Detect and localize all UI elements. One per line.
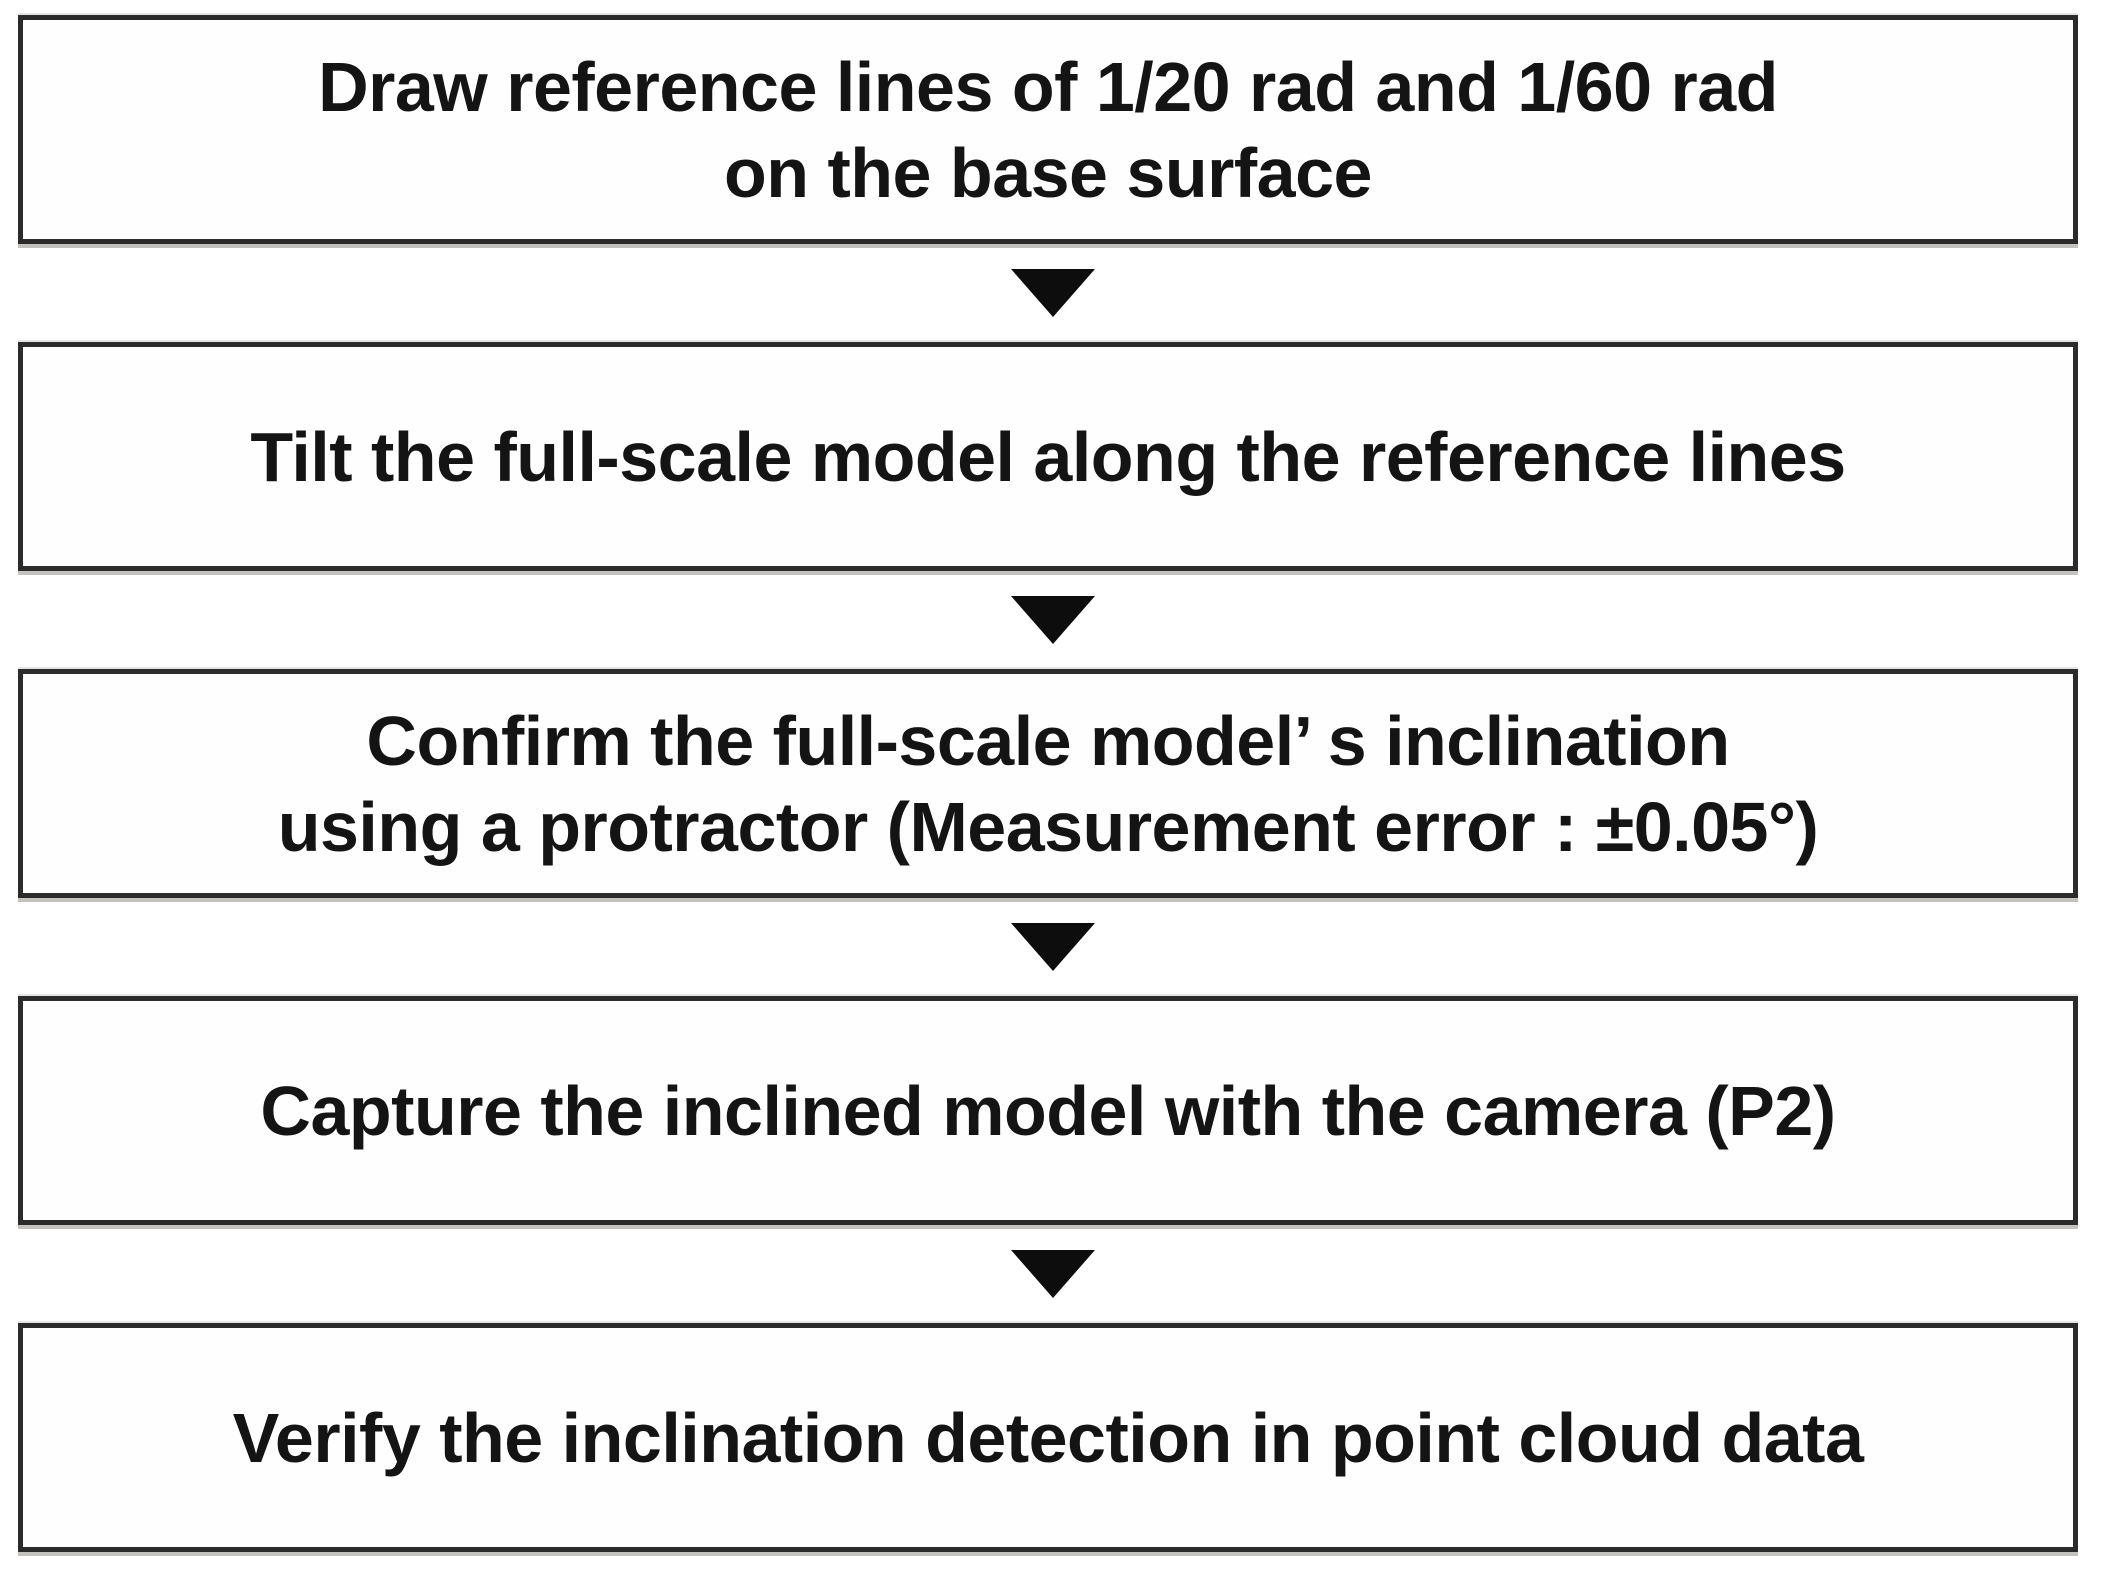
arrow-down-icon-2 — [1011, 596, 1095, 644]
arrow-down-icon-4 — [1011, 1250, 1095, 1298]
step-5-line-1: Verify the inclination detection in poin… — [232, 1398, 1864, 1477]
step-4-text: Capture the inclined model with the came… — [23, 1068, 2073, 1154]
step-4-line-1: Capture the inclined model with the came… — [260, 1071, 1836, 1150]
step-box-2: Tilt the full-scale model along the refe… — [18, 342, 2078, 571]
step-3-text: Confirm the full-scale model’ s inclinat… — [23, 698, 2073, 870]
step-box-3: Confirm the full-scale model’ s inclinat… — [18, 669, 2078, 898]
step-3-line-1: Confirm the full-scale model’ s inclinat… — [366, 701, 1730, 780]
step-1-text: Draw reference lines of 1/20 rad and 1/6… — [23, 44, 2073, 216]
arrow-down-icon-1 — [1011, 269, 1095, 317]
step-5-text: Verify the inclination detection in poin… — [23, 1395, 2073, 1481]
step-1-line-2: on the base surface — [724, 133, 1372, 212]
step-box-4: Capture the inclined model with the came… — [18, 996, 2078, 1225]
step-box-1: Draw reference lines of 1/20 rad and 1/6… — [18, 15, 2078, 244]
step-1-line-1: Draw reference lines of 1/20 rad and 1/6… — [318, 47, 1778, 126]
arrow-down-icon-3 — [1011, 923, 1095, 971]
step-2-line-1: Tilt the full-scale model along the refe… — [250, 417, 1846, 496]
step-2-text: Tilt the full-scale model along the refe… — [23, 414, 2073, 500]
step-3-line-2: using a protractor (Measurement error : … — [277, 787, 1819, 866]
step-box-5: Verify the inclination detection in poin… — [18, 1323, 2078, 1552]
